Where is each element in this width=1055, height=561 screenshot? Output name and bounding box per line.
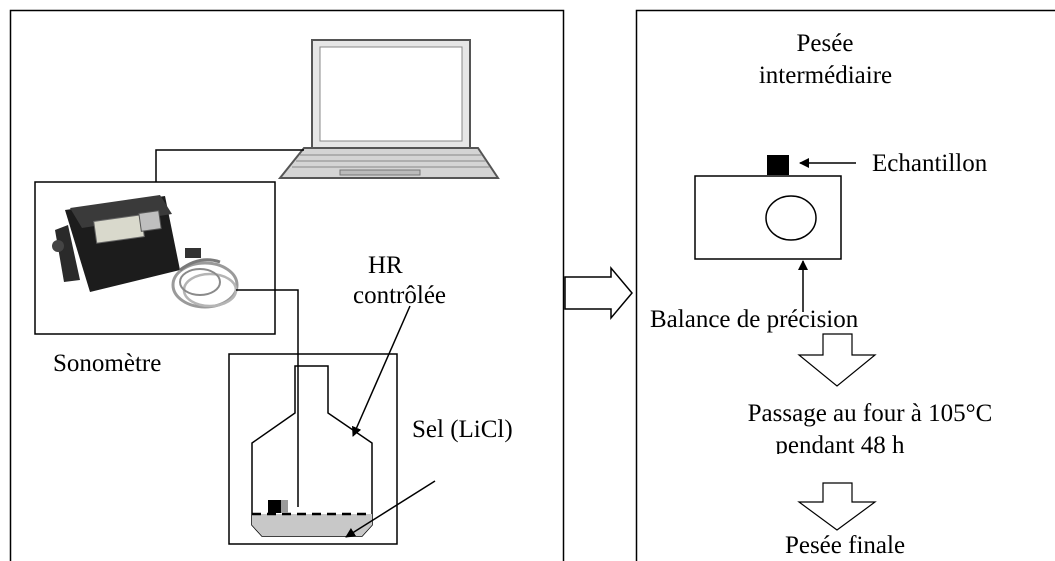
balance-label: Balance de précision bbox=[650, 306, 859, 333]
sample-icon bbox=[767, 155, 789, 175]
down-arrow-1 bbox=[797, 333, 877, 387]
right-panel-title-line1: Pesée bbox=[796, 30, 854, 57]
final-weighing-label: Pesée finale bbox=[784, 532, 906, 559]
sample-label: Echantillon bbox=[872, 150, 988, 177]
salt-arrow bbox=[345, 480, 436, 538]
oven-label-line1: Passage au four à 105°C bbox=[747, 400, 993, 427]
left-panel-frame bbox=[9, 9, 565, 561]
sound-level-meter-photo bbox=[52, 195, 239, 309]
device-label: Sonomètre bbox=[53, 350, 162, 377]
salt-label: Sel (LiCl) bbox=[412, 416, 513, 443]
laptop-icon bbox=[277, 39, 500, 179]
laptop-cable bbox=[155, 149, 304, 182]
down-arrow-2 bbox=[797, 482, 877, 531]
humidity-chamber-frame bbox=[228, 353, 398, 545]
sensor-cable bbox=[236, 289, 299, 507]
precision-scale-icon bbox=[694, 175, 842, 260]
oven-label-line2: pendant 48 h bbox=[775, 432, 905, 454]
right-panel-frame bbox=[635, 9, 1055, 561]
sealed-jar-icon bbox=[251, 365, 373, 537]
humidity-label-line1: HR bbox=[368, 252, 403, 279]
humidity-label-line2: contrôlée bbox=[353, 282, 447, 309]
right-panel-title-line2: intermédiaire bbox=[758, 62, 893, 89]
sensor-holder bbox=[281, 500, 288, 513]
process-arrow bbox=[564, 265, 633, 321]
sensor-icon bbox=[268, 500, 281, 513]
humidity-arrow bbox=[352, 305, 411, 437]
